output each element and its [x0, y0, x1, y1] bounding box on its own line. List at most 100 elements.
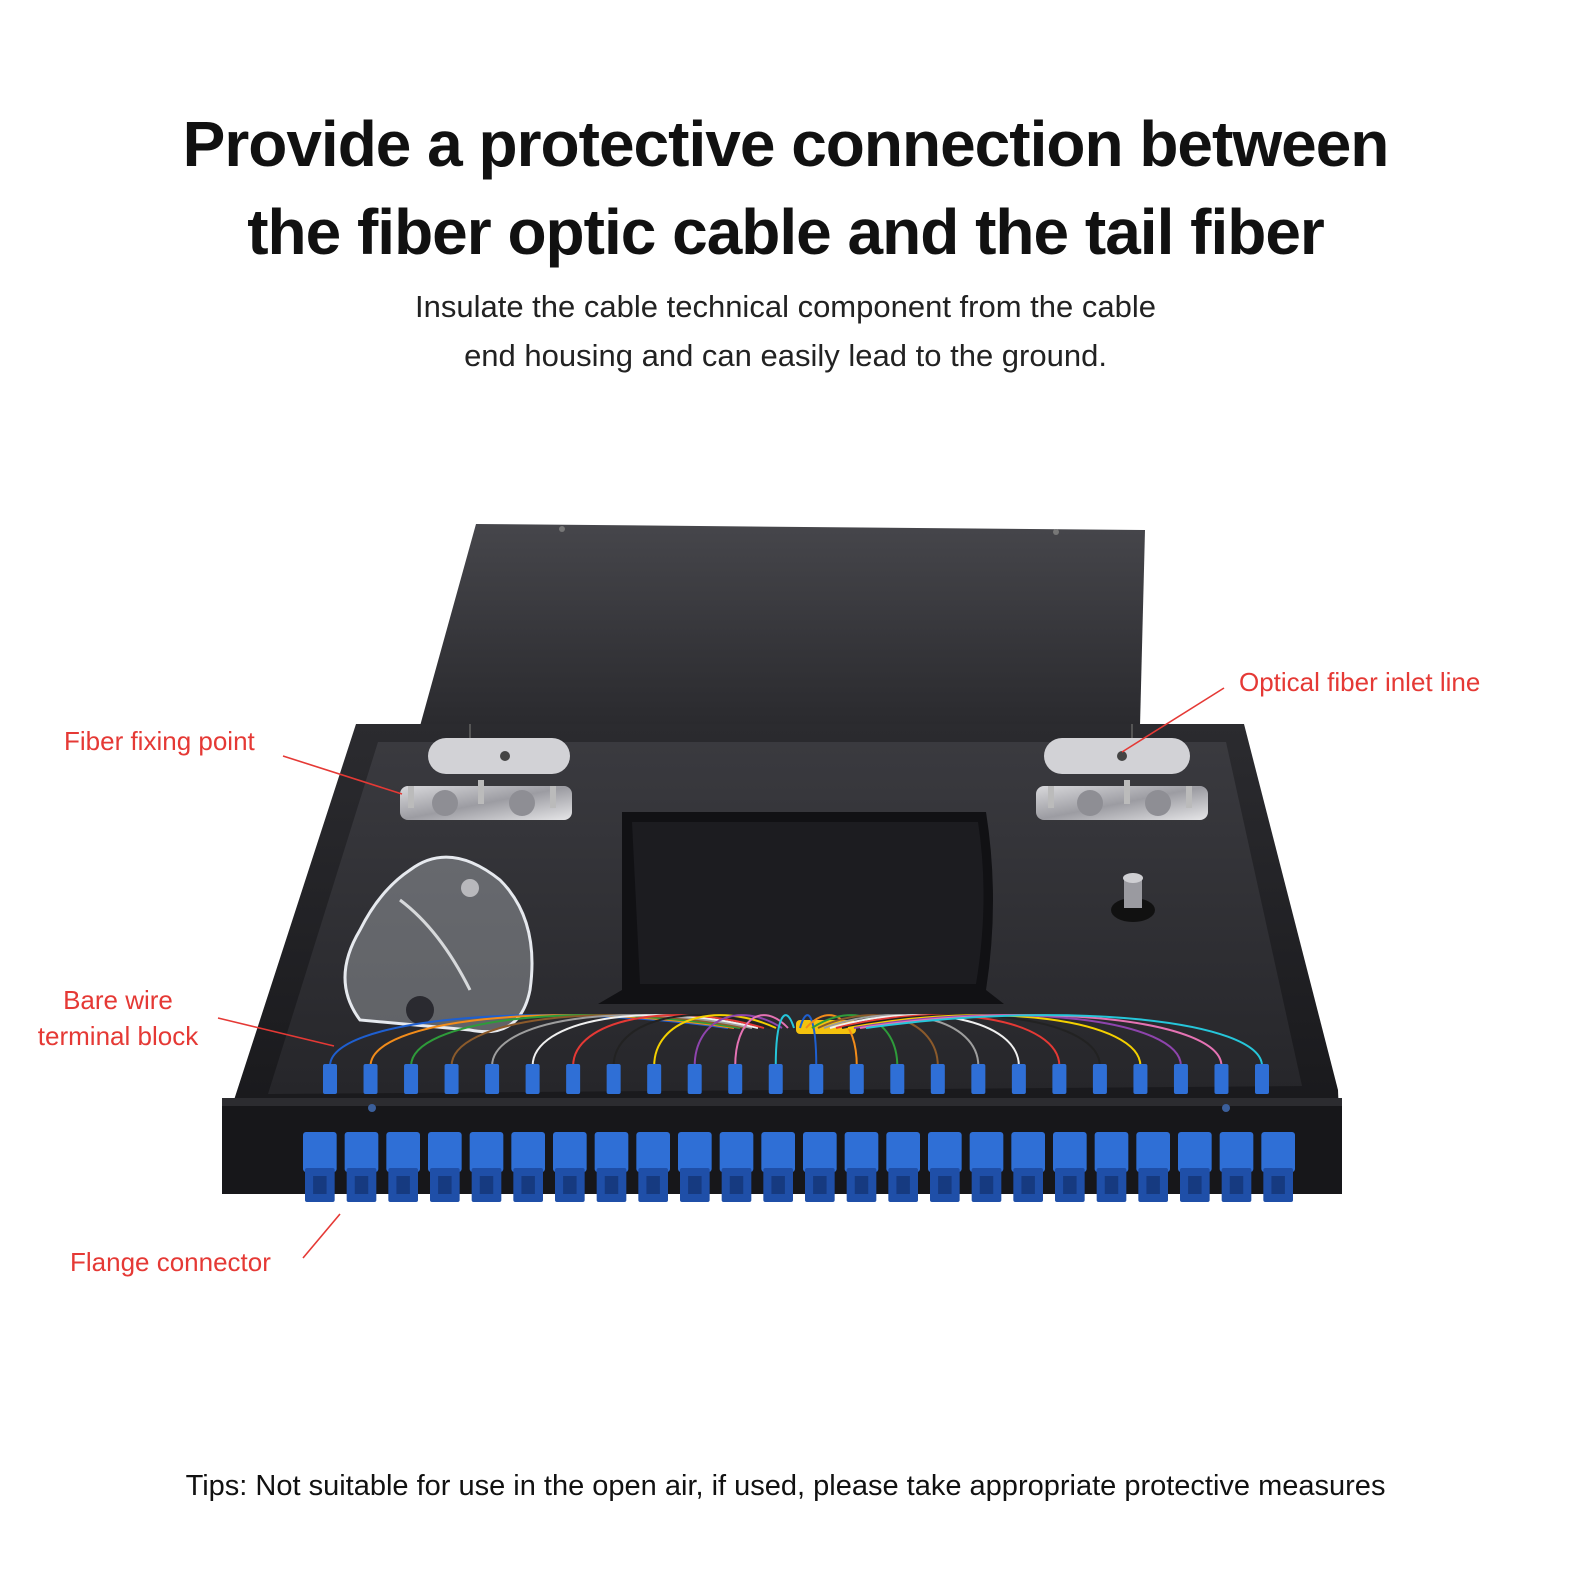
splice-tray	[598, 812, 1004, 1034]
inner-sc-adapter	[363, 1064, 378, 1094]
adapter-port	[438, 1176, 452, 1194]
footer-tip: Tips: Not suitable for use in the open a…	[185, 1470, 1386, 1502]
cable-clamp-left	[400, 780, 572, 820]
flange-sc-adapter	[1094, 1132, 1129, 1202]
panel-lid	[420, 524, 1145, 726]
pigtail-fiber	[774, 1014, 795, 1067]
adapter-port	[1229, 1176, 1244, 1194]
adapter-port	[646, 1176, 660, 1194]
leader-bare-wire-terminal-block	[217, 1017, 335, 1047]
pigtail-fibers	[329, 1014, 1263, 1067]
flange-sc-adapter	[1261, 1132, 1295, 1202]
inner-sc-adapter	[1011, 1064, 1026, 1094]
pigtail-fiber	[693, 1014, 783, 1067]
pigtail-fiber	[859, 1014, 1223, 1067]
subheading-line-2: end housing and can easily lead to the g…	[464, 338, 1107, 373]
adapter-body	[553, 1132, 587, 1172]
inner-sc-adapter	[768, 1064, 783, 1094]
flange-sc-adapter	[1053, 1132, 1087, 1202]
pigtail-fiber	[865, 1014, 1263, 1067]
flange-connector-row	[303, 1132, 1295, 1202]
leader-fiber-fixing-point	[282, 755, 403, 795]
adapter-body	[1053, 1132, 1087, 1172]
adapter-port	[396, 1176, 410, 1194]
inner-sc-adapter	[1092, 1064, 1107, 1094]
fiber-fixing-plate-left	[428, 738, 570, 774]
pigtail-fiber	[410, 1014, 741, 1067]
headline-line-2: the fiber optic cable and the tail fiber	[247, 196, 1325, 268]
adapter-port	[813, 1176, 827, 1194]
accessory-bag	[343, 855, 534, 1034]
adapter-port	[771, 1176, 785, 1194]
label-bare-wire-terminal-block: Bare wire terminal block	[30, 982, 206, 1054]
inner-sc-adapter	[1255, 1064, 1269, 1094]
inner-sc-adapter	[890, 1064, 905, 1094]
inner-sc-adapter	[444, 1064, 459, 1094]
label-optical-fiber-inlet-line: Optical fiber inlet line	[1239, 667, 1481, 697]
flange-sc-adapter	[553, 1132, 587, 1202]
label-bare-wire-line-2: terminal block	[37, 1021, 199, 1051]
fiber-fixing-plate-right	[1044, 738, 1190, 774]
inner-sc-adapter	[606, 1064, 621, 1094]
adapter-port	[1146, 1176, 1160, 1194]
flange-sc-adapter	[386, 1132, 420, 1202]
adapter-body	[511, 1132, 545, 1172]
flange-sc-adapter	[511, 1132, 545, 1202]
pigtail-fiber	[847, 1014, 1142, 1067]
leader-optical-fiber-inlet-line	[1121, 687, 1225, 753]
flange-sc-adapter	[636, 1132, 670, 1202]
inner-sc-adapter	[849, 1064, 864, 1094]
cable-clamp-right	[1036, 780, 1208, 820]
flange-sc-adapter	[1178, 1132, 1212, 1202]
adapter-body	[678, 1132, 712, 1172]
adapter-body	[1094, 1132, 1129, 1172]
adapter-body	[761, 1132, 795, 1172]
adapter-port	[979, 1176, 994, 1194]
inner-sc-adapter	[687, 1064, 702, 1094]
adapter-body	[803, 1132, 837, 1172]
inner-sc-adapter	[566, 1064, 581, 1094]
flange-sc-adapter	[969, 1132, 1004, 1202]
label-flange-connector: Flange connector	[70, 1247, 271, 1277]
headline-line-1: Provide a protective connection between	[182, 108, 1390, 180]
adapter-port	[1104, 1176, 1119, 1194]
adapter-port	[1021, 1176, 1035, 1194]
adapter-body	[1261, 1132, 1295, 1172]
adapter-port	[1063, 1176, 1077, 1194]
adapter-port	[1271, 1176, 1285, 1194]
adapter-port	[854, 1176, 869, 1194]
inner-sc-adapter	[930, 1064, 945, 1094]
flange-sc-adapter	[1011, 1132, 1045, 1202]
label-bare-wire-line-1: Bare wire	[63, 985, 173, 1015]
inner-sc-adapter	[1133, 1064, 1148, 1094]
pigtail-fiber	[531, 1014, 759, 1067]
adapter-body	[969, 1132, 1004, 1172]
inner-sc-adapter	[971, 1064, 986, 1094]
adapter-port	[729, 1176, 744, 1194]
pigtail-fiber	[835, 1014, 1061, 1067]
inner-sc-adapter	[647, 1064, 662, 1094]
adapter-body	[428, 1132, 462, 1172]
inner-sc-adapter	[485, 1064, 500, 1094]
pigtail-fiber	[799, 1014, 818, 1067]
inner-sc-adapter	[1214, 1064, 1229, 1094]
label-fiber-fixing-point: Fiber fixing point	[64, 726, 255, 756]
adapter-body	[1011, 1132, 1045, 1172]
adapter-body	[844, 1132, 879, 1172]
adapter-port	[521, 1176, 535, 1194]
pigtail-fiber	[829, 1014, 1020, 1067]
pigtail-fiber	[612, 1014, 771, 1067]
flange-sc-adapter	[886, 1132, 920, 1202]
grounding-bolt	[1111, 873, 1155, 922]
inner-sc-adapter	[323, 1064, 337, 1094]
adapter-port	[563, 1176, 577, 1194]
subheading: Insulate the cable technical component f…	[0, 282, 1571, 380]
callout-leader-lines	[217, 687, 1225, 1259]
adapter-body	[636, 1132, 670, 1172]
subheading-line-1: Insulate the cable technical component f…	[414, 289, 1156, 324]
pigtail-fiber	[572, 1014, 765, 1067]
adapter-body	[886, 1132, 920, 1172]
adapter-body	[1178, 1132, 1212, 1172]
headline: Provide a protective connection between …	[0, 100, 1571, 276]
